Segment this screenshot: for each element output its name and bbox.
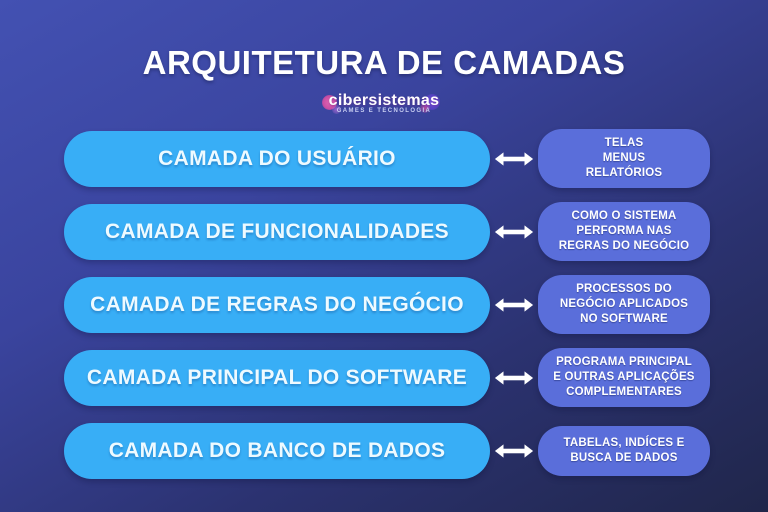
layer-label: CAMADA DE FUNCIONALIDADES [105, 219, 449, 243]
layer-row-main-software: CAMADA PRINCIPAL DO SOFTWARE PROGRAMA PR… [0, 341, 768, 414]
layer-label: CAMADA PRINCIPAL DO SOFTWARE [86, 365, 468, 389]
detail-line: RELATÓRIOS [585, 167, 663, 179]
logo-blob-small-icon [332, 105, 341, 114]
layer-row-business-rules: CAMADA DE REGRAS DO NEGÓCIO PROCESSOS DO… [0, 268, 768, 341]
layer-pill-business-rules: CAMADA DE REGRAS DO NEGÓCIO [64, 276, 490, 333]
layer-row-functionality: CAMADA DE FUNCIONALIDADES COMO O SISTEMA… [0, 195, 768, 268]
layer-rows: CAMADA DO USUÁRIO TELAS MENUS RELATÓRIOS… [0, 122, 768, 487]
detail-line: TABELAS, INDÍCES E [563, 436, 685, 449]
logo-blob-magenta-icon [420, 103, 430, 113]
double-arrow-icon [490, 368, 538, 388]
layer-pill-functionality: CAMADA DE FUNCIONALIDADES [64, 203, 490, 260]
detail-pill-main-software: PROGRAMA PRINCIPAL E OUTRAS APLICAÇÕES C… [538, 348, 710, 407]
double-arrow-icon [490, 441, 538, 461]
layer-pill-main-software: CAMADA PRINCIPAL DO SOFTWARE [64, 349, 490, 406]
detail-line: COMPLEMENTARES [566, 386, 682, 398]
layer-label: CAMADA DO USUÁRIO [158, 146, 396, 170]
layer-row-user: CAMADA DO USUÁRIO TELAS MENUS RELATÓRIOS [0, 122, 768, 195]
detail-line: MENUS [602, 152, 646, 164]
layer-pill-user: CAMADA DO USUÁRIO [64, 130, 490, 187]
detail-pill-database: TABELAS, INDÍCES E BUSCA DE DADOS [538, 425, 710, 476]
detail-pill-user: TELAS MENUS RELATÓRIOS [538, 129, 710, 188]
logo-tagline: GAMES E TECNOLOGIA [336, 108, 432, 114]
detail-line: PROCESSOS DO [576, 283, 672, 295]
detail-line: REGRAS DO NEGÓCIO [558, 240, 690, 252]
detail-pill-business-rules: PROCESSOS DO NEGÓCIO APLICADOS NO SOFTWA… [538, 275, 710, 334]
detail-line: E OUTRAS APLICAÇÕES [553, 371, 695, 383]
detail-line: NEGÓCIO APLICADOS [559, 298, 689, 310]
double-arrow-icon [490, 149, 538, 169]
page-title: ARQUITETURA DE CAMADAS [142, 44, 626, 81]
detail-pill-functionality: COMO O SISTEMA PERFORMA NAS REGRAS DO NE… [538, 202, 710, 261]
layer-pill-database: CAMADA DO BANCO DE DADOS [64, 422, 490, 479]
double-arrow-icon [490, 222, 538, 242]
double-arrow-icon [490, 295, 538, 315]
detail-line: BUSCA DE DADOS [570, 451, 678, 464]
brand-logo: cibersistemas GAMES E TECNOLOGIA [314, 92, 454, 122]
layer-label: CAMADA DO BANCO DE DADOS [108, 438, 446, 462]
detail-line: NO SOFTWARE [580, 313, 668, 325]
layer-label: CAMADA DE REGRAS DO NEGÓCIO [90, 292, 464, 316]
detail-line: PROGRAMA PRINCIPAL [556, 356, 692, 368]
detail-line: TELAS [604, 137, 644, 149]
detail-line: COMO O SISTEMA [571, 210, 677, 222]
layer-row-database: CAMADA DO BANCO DE DADOS TABELAS, INDÍCE… [0, 414, 768, 487]
detail-line: PERFORMA NAS [576, 225, 672, 237]
logo-text: cibersistemas [328, 92, 440, 109]
